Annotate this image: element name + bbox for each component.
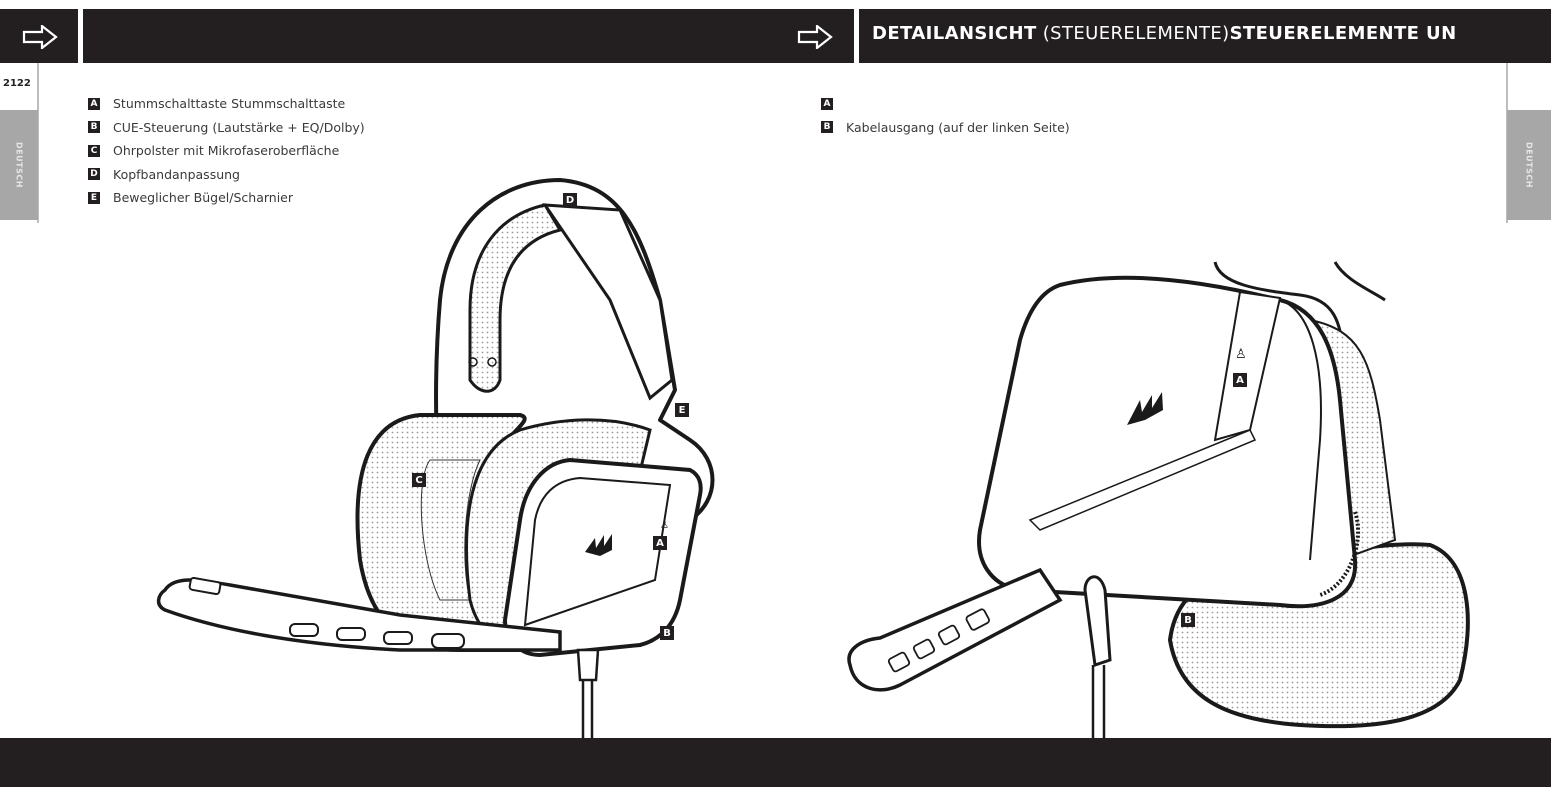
legend-key-badge: D: [88, 168, 100, 181]
legend-label: Ohrpolster mit Mikrofaseroberfläche: [113, 143, 340, 159]
legend-key-badge: E: [88, 191, 100, 204]
legend-item: A Stummschalttaste Stummschalttaste: [88, 92, 365, 116]
header-title-bar-right: DETAILANSICHT (STEUERELEMENTE)STEUERELEM…: [859, 9, 1551, 63]
header-icon-block-left: [0, 9, 78, 63]
callout-e: E: [675, 403, 689, 417]
legend-item: B Kabelausgang (auf der linken Seite): [821, 116, 1070, 140]
title-bold-part-1: DETAILANSICHT: [872, 23, 1037, 44]
legend-item: B CUE-Steuerung (Lautstärke + EQ/Dolby): [88, 116, 365, 140]
footer-bar: [0, 738, 1551, 787]
svg-text:♙: ♙: [1235, 347, 1247, 362]
legend-key-badge: A: [88, 97, 100, 110]
page-number: 2122: [3, 78, 31, 89]
language-tab-right[interactable]: DEUTSCH: [1507, 110, 1551, 220]
title-light-part: (STEUERELEMENTE): [1036, 23, 1230, 44]
header-icon-block-right: [785, 9, 854, 63]
right-page-title: DETAILANSICHT (STEUERELEMENTE)STEUERELEM…: [872, 23, 1457, 44]
legend-label: Kabelausgang (auf der linken Seite): [846, 119, 1070, 135]
title-bold-part-2: STEUERELEMENTE UN: [1229, 23, 1457, 44]
legend-key-badge: C: [88, 144, 100, 157]
left-margin-rule: [37, 63, 39, 223]
legend-list-left: A Stummschalttaste Stummschalttaste B CUE-…: [88, 92, 365, 210]
callout-a: A: [1233, 373, 1247, 387]
svg-text:♙: ♙: [660, 520, 669, 531]
callout-d: D: [563, 193, 577, 207]
language-tab-label: DEUTSCH: [1524, 142, 1534, 188]
legend-item: D Kopfbandanpassung: [88, 163, 365, 187]
legend-label: CUE-Steuerung (Lautstärke + EQ/Dolby): [113, 119, 365, 135]
headset-illustration-right: ♙: [847, 261, 1470, 740]
legend-item: A: [821, 92, 1070, 116]
arrow-right-icon: [22, 25, 58, 49]
legend-item: E Beweglicher Bügel/Scharnier: [88, 186, 365, 210]
language-tab-label: DEUTSCH: [14, 142, 24, 188]
callout-b: B: [1181, 613, 1195, 627]
callout-c: C: [412, 473, 426, 487]
callout-b: B: [660, 626, 674, 640]
language-tab-left[interactable]: DEUTSCH: [0, 110, 38, 220]
legend-key-badge: B: [821, 121, 833, 134]
legend-list-right: A B Kabelausgang (auf der linken Seite): [821, 92, 1070, 139]
arrow-right-icon: [797, 25, 833, 49]
legend-label: Stummschalttaste Stummschalttaste: [113, 96, 346, 112]
legend-key-badge: A: [821, 97, 833, 110]
legend-item: C Ohrpolster mit Mikrofaseroberfläche: [88, 139, 365, 163]
callout-a: A: [653, 536, 667, 550]
header-title-bar-left: [83, 9, 785, 63]
legend-key-badge: B: [88, 121, 100, 134]
legend-label: Kopfbandanpassung: [113, 166, 240, 182]
headset-illustration-left: ♙: [156, 178, 715, 740]
legend-label: Beweglicher Bügel/Scharnier: [113, 190, 293, 206]
